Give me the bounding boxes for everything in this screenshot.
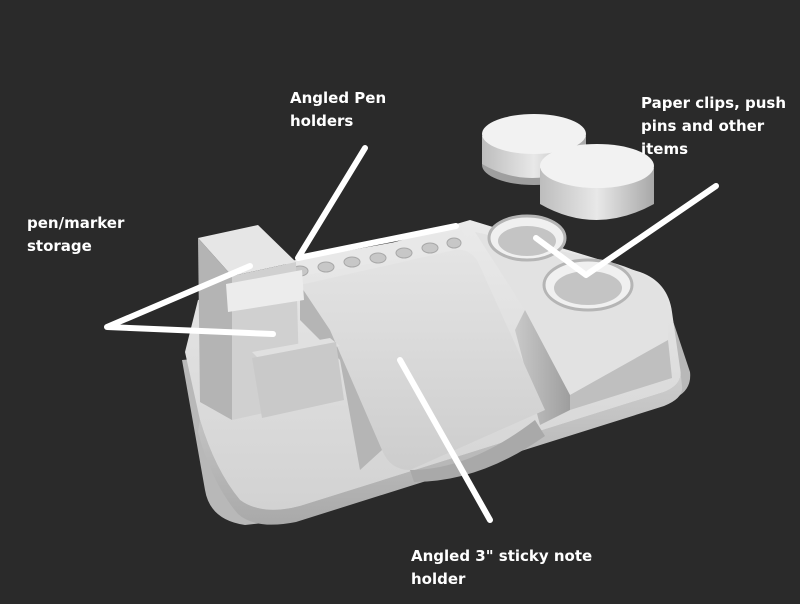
base-front-face — [198, 368, 683, 525]
ramp-left-wall — [300, 285, 382, 470]
label-pen-marker-line1: pen/marker — [27, 214, 125, 232]
lid-2 — [540, 144, 654, 220]
annotation-pointers — [104, 145, 719, 523]
label-clips-line3: items — [641, 140, 689, 158]
pen-hole — [343, 256, 361, 268]
label-sticky-note-holder: Angled 3" sticky note holder — [411, 545, 592, 591]
cup-block-front — [570, 340, 672, 410]
pen-hole — [446, 237, 462, 249]
label-clips-line1: Paper clips, push — [641, 94, 787, 112]
label-sticky-line1: Angled 3" sticky note — [411, 547, 593, 565]
label-pen-marker-storage: pen/marker storage — [27, 212, 124, 258]
label-paper-clips: Paper clips, push pins and other items — [641, 92, 786, 161]
tower-slot — [226, 270, 304, 312]
cup-block-side — [515, 310, 570, 425]
pen-holder-row — [285, 230, 468, 278]
label-angled-pen-holders: Angled Pen holders — [290, 87, 386, 133]
cup-block — [475, 214, 672, 425]
marker-tower — [198, 225, 344, 420]
pen-hole — [317, 261, 335, 273]
pointer-sticky-note — [397, 357, 493, 523]
pointer-pen-marker-storage — [104, 263, 276, 337]
storage-lids — [482, 114, 654, 220]
ramp-finger-notch — [410, 420, 545, 482]
sticky-note-ramp — [300, 249, 545, 482]
pen-hole — [421, 242, 439, 254]
cup-1-hole — [498, 226, 556, 256]
tower-lower-block — [252, 342, 344, 418]
label-pen-holders-line2: holders — [290, 112, 354, 130]
label-sticky-line2: holder — [411, 570, 466, 588]
ramp-surface — [300, 249, 545, 470]
tower-top — [198, 225, 296, 276]
pointer-angled-pen-holders — [295, 145, 459, 261]
pointer-paper-clips — [533, 183, 719, 278]
label-pen-holders-line1: Angled Pen — [290, 89, 387, 107]
label-pen-marker-line2: storage — [27, 237, 92, 255]
cup-2-hole — [554, 271, 622, 305]
pen-hole — [395, 247, 413, 259]
label-clips-line2: pins and other — [641, 117, 765, 135]
pen-hole — [369, 252, 387, 264]
